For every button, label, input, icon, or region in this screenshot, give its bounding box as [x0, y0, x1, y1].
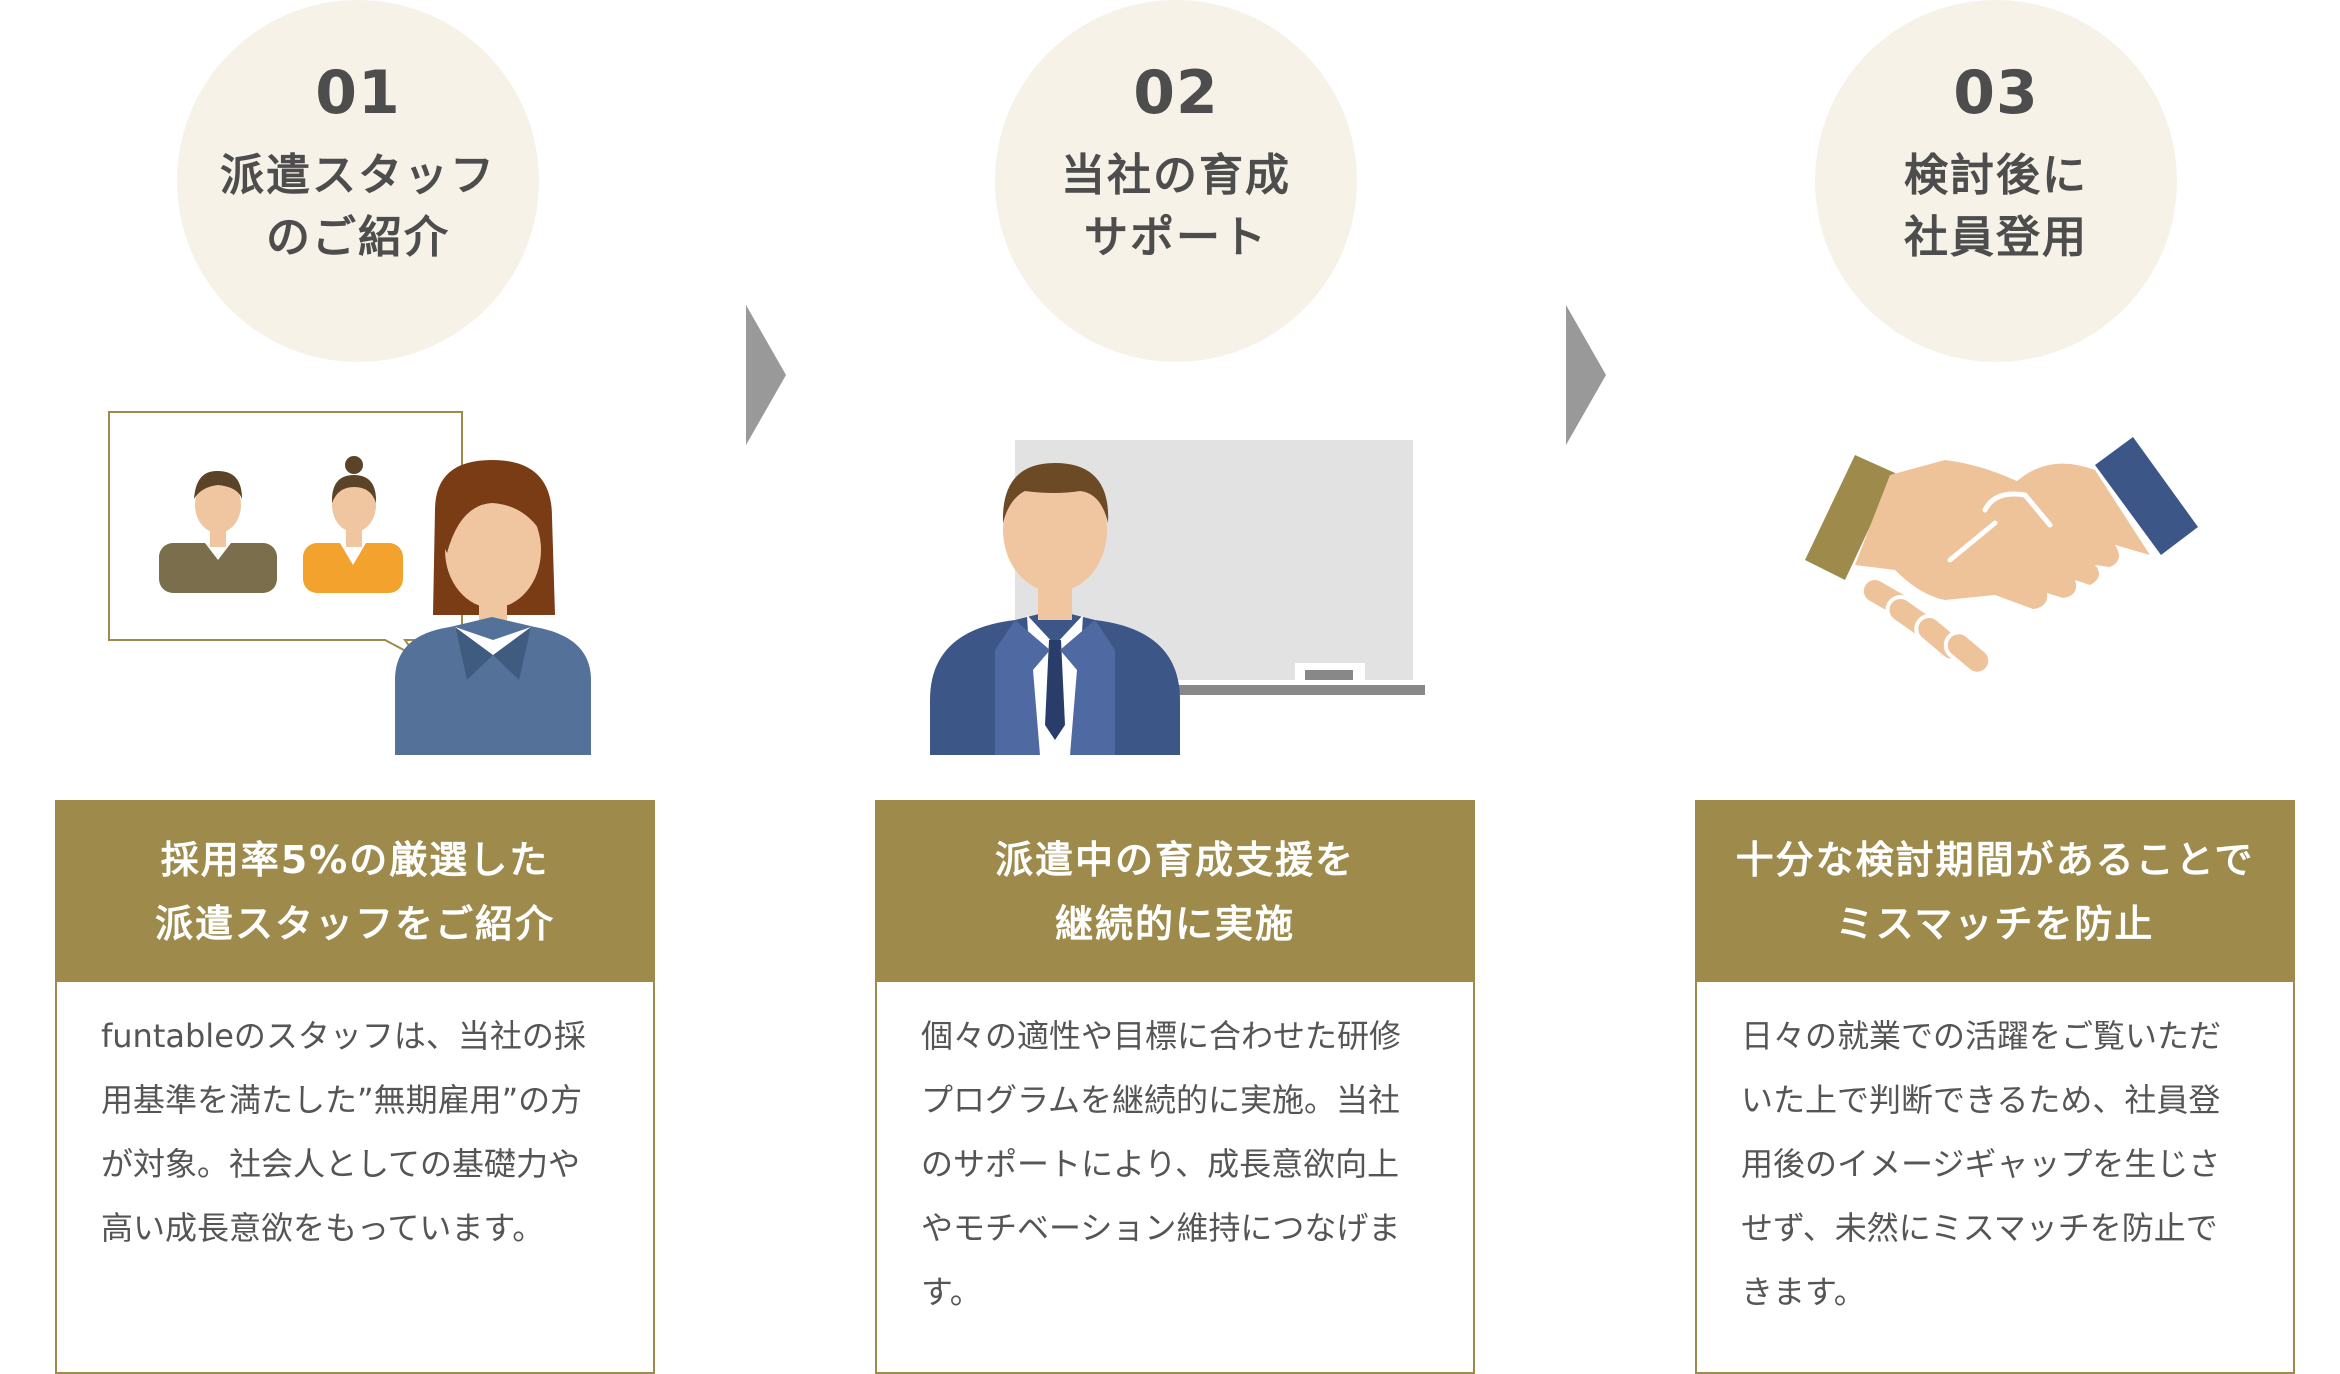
trainer-whiteboard-illustration — [875, 395, 1479, 755]
step-card: 派遣中の育成支援を 継続的に実施 個々の適性や目標に合わせた研修 プログラムを継… — [875, 800, 1475, 1374]
handshake-icon — [1805, 437, 2198, 676]
card-description: 個々の適性や目標に合わせた研修 プログラムを継続的に実施。当社 のサポートにより… — [921, 1017, 1402, 1311]
step-2: 02 当社の育成 サポート — [875, 0, 1479, 1374]
step-title: 当社の育成 サポート — [1061, 150, 1291, 263]
next-step-arrow-icon — [746, 305, 786, 445]
card-title: 採用率5%の厳選した 派遣スタッフをご紹介 — [57, 802, 653, 982]
step-title: 派遣スタッフ のご紹介 — [220, 150, 496, 263]
next-step-arrow-icon — [1566, 305, 1606, 445]
step-1: 01 派遣スタッフ のご紹介 — [55, 0, 659, 1374]
card-description: funtableのスタッフは、当社の採 用基準を満たした”無期雇用”の方 が対象… — [101, 1017, 586, 1247]
step-title: 検討後に 社員登用 — [1904, 150, 2088, 263]
step-badge: 03 検討後に 社員登用 — [1815, 0, 2177, 362]
staff-introduction-illustration — [55, 395, 659, 755]
card-title: 派遣中の育成支援を 継続的に実施 — [877, 802, 1473, 982]
card-description: 日々の就業での活躍をご覧いただ いた上で判断できるため、社員登 用後のイメージギ… — [1741, 1017, 2222, 1311]
step-badge: 01 派遣スタッフ のご紹介 — [177, 0, 539, 362]
female-avatar-icon — [303, 456, 403, 593]
step-card: 採用率5%の厳選した 派遣スタッフをご紹介 funtableのスタッフは、当社の… — [55, 800, 655, 1374]
male-trainer-icon — [930, 463, 1180, 755]
step-number: 03 — [1953, 58, 2039, 128]
card-title: 十分な検討期間があることで ミスマッチを防止 — [1697, 802, 2293, 982]
step-3: 03 検討後に 社員登用 — [1695, 0, 2299, 1374]
female-presenter-icon — [395, 460, 591, 755]
step-card: 十分な検討期間があることで ミスマッチを防止 日々の就業での活躍をご覧いただ い… — [1695, 800, 2295, 1374]
step-number: 01 — [315, 58, 401, 128]
handshake-illustration — [1695, 395, 2299, 755]
male-avatar-icon — [159, 470, 277, 593]
step-number: 02 — [1133, 58, 1219, 128]
step-badge: 02 当社の育成 サポート — [995, 0, 1357, 362]
